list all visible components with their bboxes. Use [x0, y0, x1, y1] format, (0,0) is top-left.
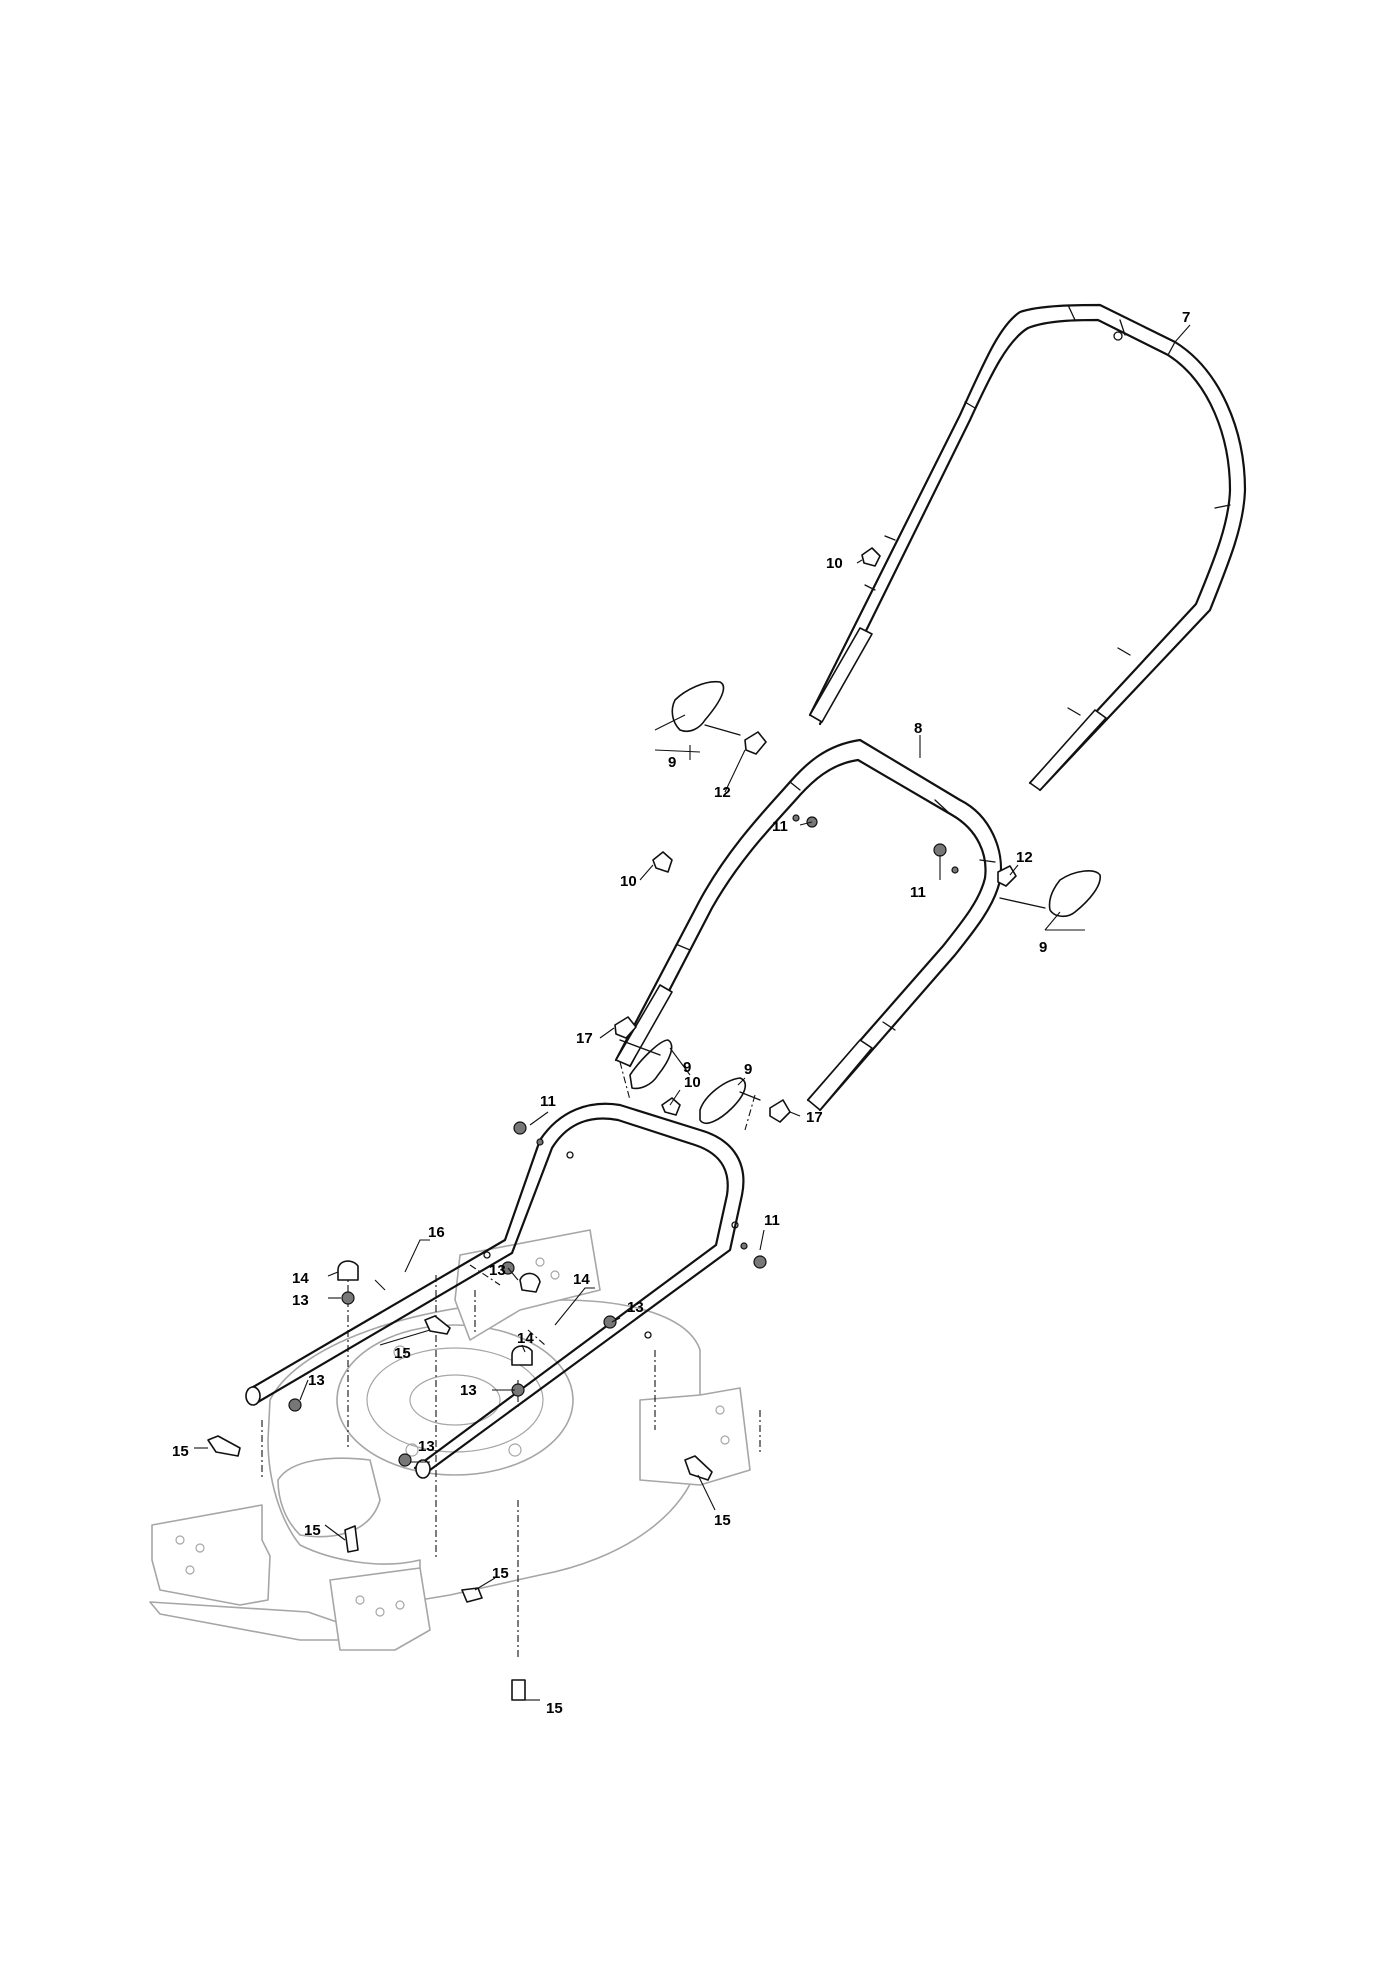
bolt-15-c	[344, 1525, 359, 1553]
nut-11-g	[753, 1255, 767, 1269]
callout-9-low-left: 9	[683, 1059, 691, 1076]
cam-lever-9-low-right	[699, 1077, 747, 1124]
callout-9-right: 9	[1039, 939, 1047, 956]
cap-14-left	[337, 1260, 359, 1281]
nut-13-f	[398, 1453, 412, 1467]
nut-13-a	[341, 1291, 355, 1305]
callout-14-right: 14	[573, 1271, 590, 1288]
cap-14-right	[519, 1272, 541, 1293]
clip-10-upper	[861, 547, 881, 567]
callout-13-lower: 13	[418, 1438, 435, 1455]
knob-17-left	[614, 1016, 637, 1039]
nut-11-d	[951, 866, 959, 874]
bolt-15-e	[684, 1455, 713, 1481]
callout-11-low-left: 11	[540, 1093, 556, 1110]
nut-11-f	[536, 1138, 544, 1146]
hardware-parts	[207, 547, 1101, 1701]
callout-labels: 7 10 9 12 8 11 10 11 12 9 17 9 9 10 17 1…	[172, 309, 1190, 1717]
callout-15-deck: 15	[304, 1522, 321, 1539]
clip-10-low	[661, 1097, 681, 1116]
callout-13-center: 13	[460, 1382, 477, 1399]
callout-9-low-right: 9	[744, 1061, 752, 1078]
callout-15-bottom: 15	[546, 1700, 563, 1717]
callout-11-low-right: 11	[764, 1212, 780, 1229]
knob-12-right	[997, 865, 1017, 887]
clip-10-mid	[652, 851, 673, 873]
cam-lever-9-right	[1048, 870, 1101, 918]
callout-14-center: 14	[517, 1330, 534, 1347]
callout-11-upper-left: 11	[772, 818, 788, 835]
bolt-15-b	[424, 1315, 451, 1335]
callout-17-left: 17	[576, 1030, 593, 1047]
callout-13-upper: 13	[489, 1262, 506, 1279]
callout-12-right: 12	[1016, 849, 1033, 866]
callout-12-left: 12	[714, 784, 731, 801]
callout-13-left: 13	[292, 1292, 309, 1309]
callout-13-right: 13	[627, 1299, 644, 1316]
nut-13-c	[603, 1315, 617, 1329]
callout-11-upper-right: 11	[910, 884, 926, 901]
callout-17-right: 17	[806, 1109, 823, 1126]
middle-handle	[614, 738, 1002, 1112]
bolt-15-d	[461, 1587, 483, 1603]
nut-11-h	[740, 1242, 748, 1250]
callout-15-left-bolt: 15	[394, 1345, 411, 1362]
cap-14-center	[511, 1345, 533, 1366]
top-handle	[808, 303, 1247, 792]
lower-handle	[245, 1102, 745, 1479]
nut-11-b	[792, 814, 800, 822]
nut-13-d	[288, 1398, 302, 1412]
knob-12-left	[744, 731, 767, 755]
callout-15-far-left: 15	[172, 1443, 189, 1460]
callout-15-front: 15	[492, 1565, 509, 1582]
leader-lines	[194, 324, 1191, 1701]
nut-11-e	[513, 1121, 527, 1135]
callout-9-upper: 9	[668, 754, 676, 771]
cam-lever-9-upper	[671, 680, 725, 733]
callout-7: 7	[1182, 309, 1190, 326]
callout-15-right: 15	[714, 1512, 731, 1529]
bolt-15-f	[511, 1679, 526, 1701]
knob-17-right	[769, 1099, 791, 1123]
callout-14-left: 14	[292, 1270, 309, 1287]
nut-11-c	[933, 843, 947, 857]
callout-10-upper: 10	[826, 555, 843, 572]
callout-16: 16	[428, 1224, 445, 1241]
callout-8: 8	[914, 720, 922, 737]
callout-13-lower-left: 13	[308, 1372, 325, 1389]
callout-10-mid: 10	[620, 873, 637, 890]
mower-deck	[149, 1229, 751, 1651]
bolt-15-a	[207, 1435, 241, 1457]
callout-10-low: 10	[684, 1074, 701, 1091]
